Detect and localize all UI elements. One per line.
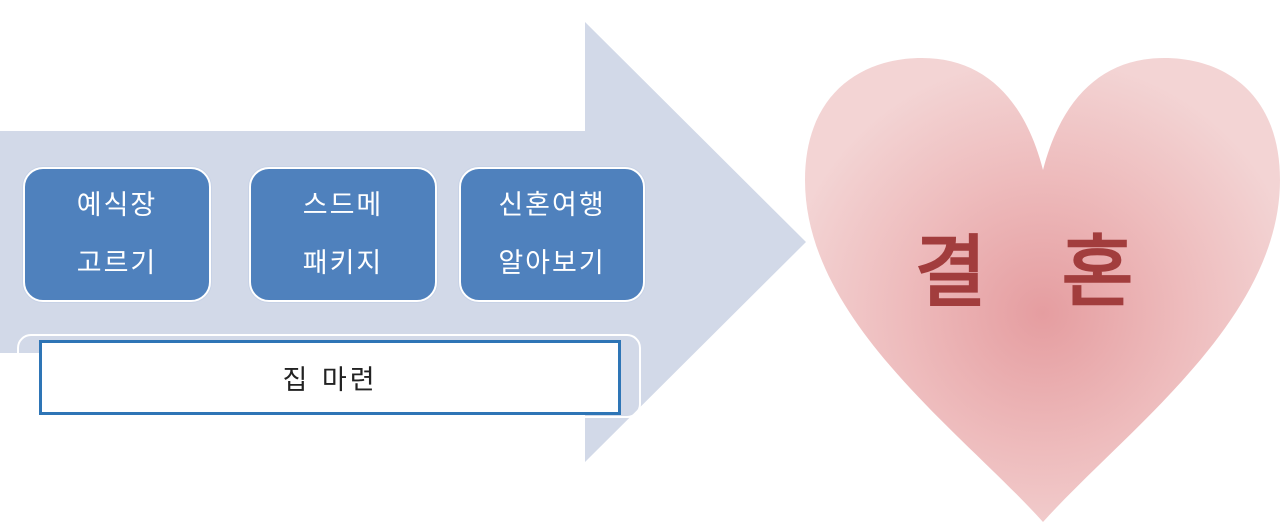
step-label-line1: 신혼여행 [498,189,606,221]
housing-label: 집 마련 [282,365,378,396]
step-honeymoon: 신혼여행 알아보기 [459,167,645,302]
heart-shape [805,58,1280,522]
goal-label: 결 혼 [914,228,1158,318]
step-wedding-venue: 예식장 고르기 [23,167,211,302]
step-label-line1: 스드메 [302,189,384,221]
housing-frame [17,334,641,418]
step-label-line1: 예식장 [76,189,158,221]
step-label-line2: 패키지 [302,247,384,279]
step-label-line2: 알아보기 [498,247,606,279]
step-sdm-package: 스드메 패키지 [249,167,437,302]
housing-box: 집 마련 [39,340,621,415]
step-label-line2: 고르기 [76,247,158,279]
